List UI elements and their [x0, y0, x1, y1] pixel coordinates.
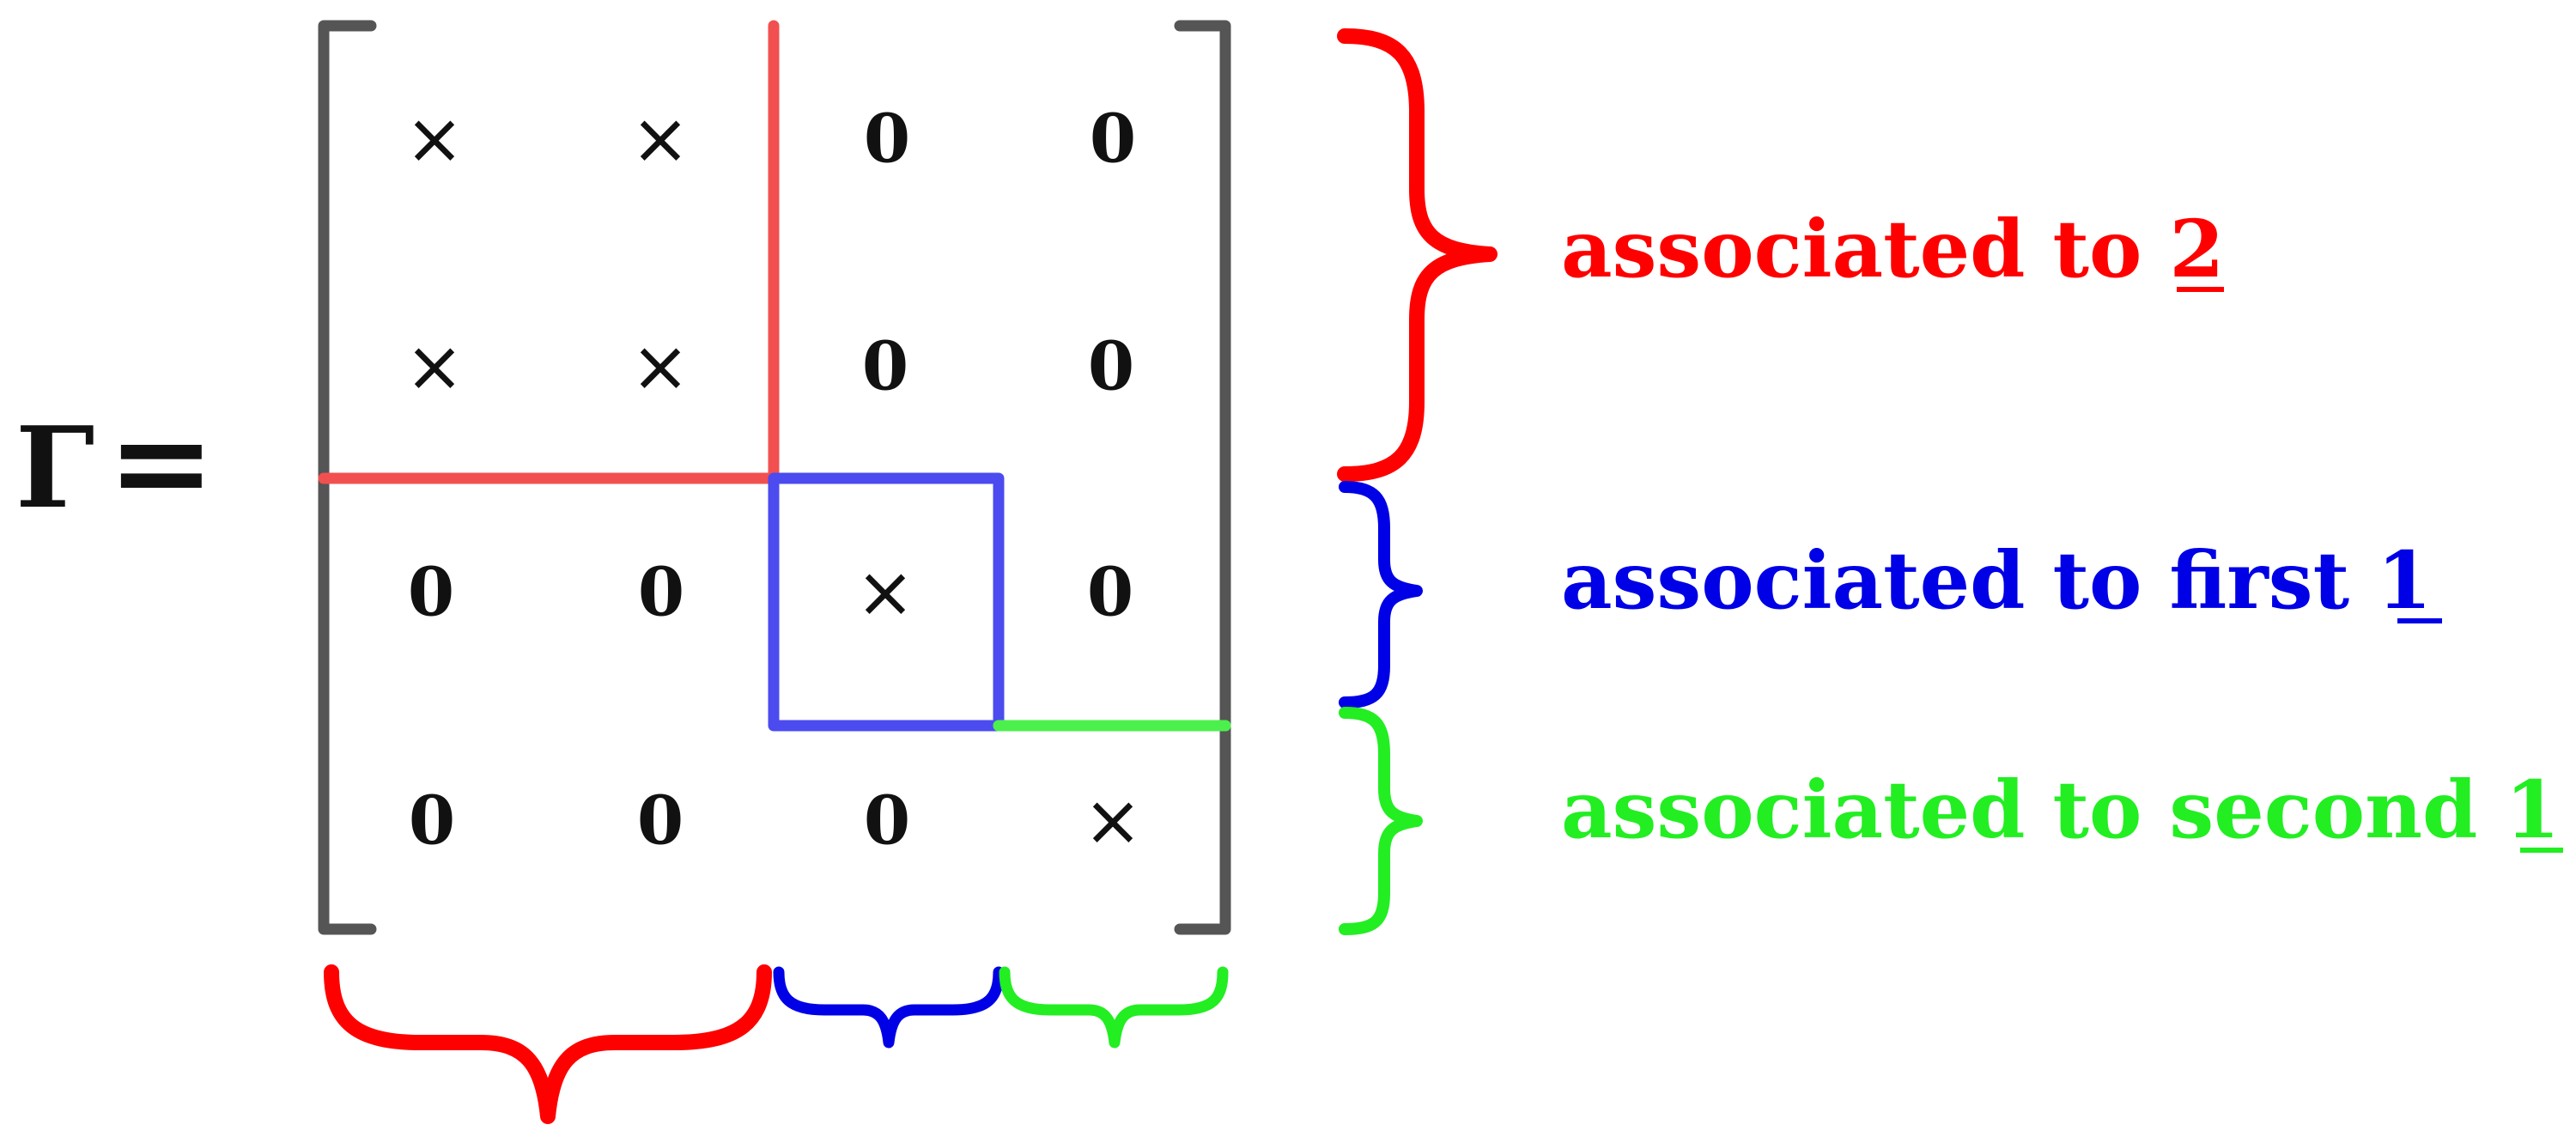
label-block-second-1-text: associated to second — [1561, 763, 2505, 856]
row-brace-second-1 — [1339, 707, 1423, 935]
column-braces — [324, 964, 1229, 1124]
entry-r2c1: × — [405, 326, 465, 408]
column-brace-first-1 — [773, 966, 1005, 1049]
entry-r4c3: 0 — [864, 782, 910, 860]
equals-sign: = — [107, 386, 216, 538]
label-block-2-text: associated to — [1561, 203, 2169, 295]
entry-r3c3: × — [856, 552, 915, 634]
label-block-first-1-irrep: 1 — [2377, 534, 2432, 627]
matrix-entries: × × 0 0 × × 0 0 0 0 × 0 0 0 0 × — [405, 99, 1143, 862]
entry-r2c3: 0 — [862, 328, 908, 406]
row-brace-2 — [1337, 28, 1498, 482]
column-brace-second-1 — [999, 966, 1229, 1049]
entry-r4c4: × — [1084, 781, 1143, 862]
entry-r1c2: × — [631, 99, 690, 180]
row-braces — [1337, 28, 1498, 935]
block-2-border — [318, 20, 780, 484]
entry-r1c1: × — [405, 99, 465, 180]
right-bracket — [1174, 20, 1231, 935]
entry-r3c2: 0 — [638, 554, 684, 632]
equation-lhs: Γ = — [15, 386, 216, 538]
entry-r2c4: 0 — [1088, 328, 1134, 406]
block-labels: associated to 2 associated to first 1 as… — [1561, 203, 2563, 856]
entry-r3c4: 0 — [1087, 554, 1133, 632]
entry-r3c1: 0 — [408, 554, 454, 632]
row-brace-first-1 — [1339, 481, 1423, 708]
entry-r1c4: 0 — [1090, 100, 1136, 179]
gamma-symbol: Γ — [15, 402, 94, 533]
column-brace-2 — [324, 964, 772, 1124]
label-block-second-1-irrep: 1 — [2505, 763, 2560, 856]
entry-r4c1: 0 — [409, 782, 455, 860]
label-block-second-1: associated to second 1 — [1561, 763, 2560, 856]
label-block-2-irrep: 2 — [2169, 203, 2224, 295]
label-block-first-1: associated to first 1 — [1561, 534, 2432, 627]
entry-r4c2: 0 — [637, 782, 683, 860]
entry-r1c3: 0 — [864, 100, 910, 179]
block-partition-lines — [318, 20, 1231, 732]
label-block-2: associated to 2 — [1561, 203, 2224, 295]
label-block-first-1-text: associated to first — [1561, 534, 2377, 627]
entry-r2c2: × — [631, 326, 690, 408]
